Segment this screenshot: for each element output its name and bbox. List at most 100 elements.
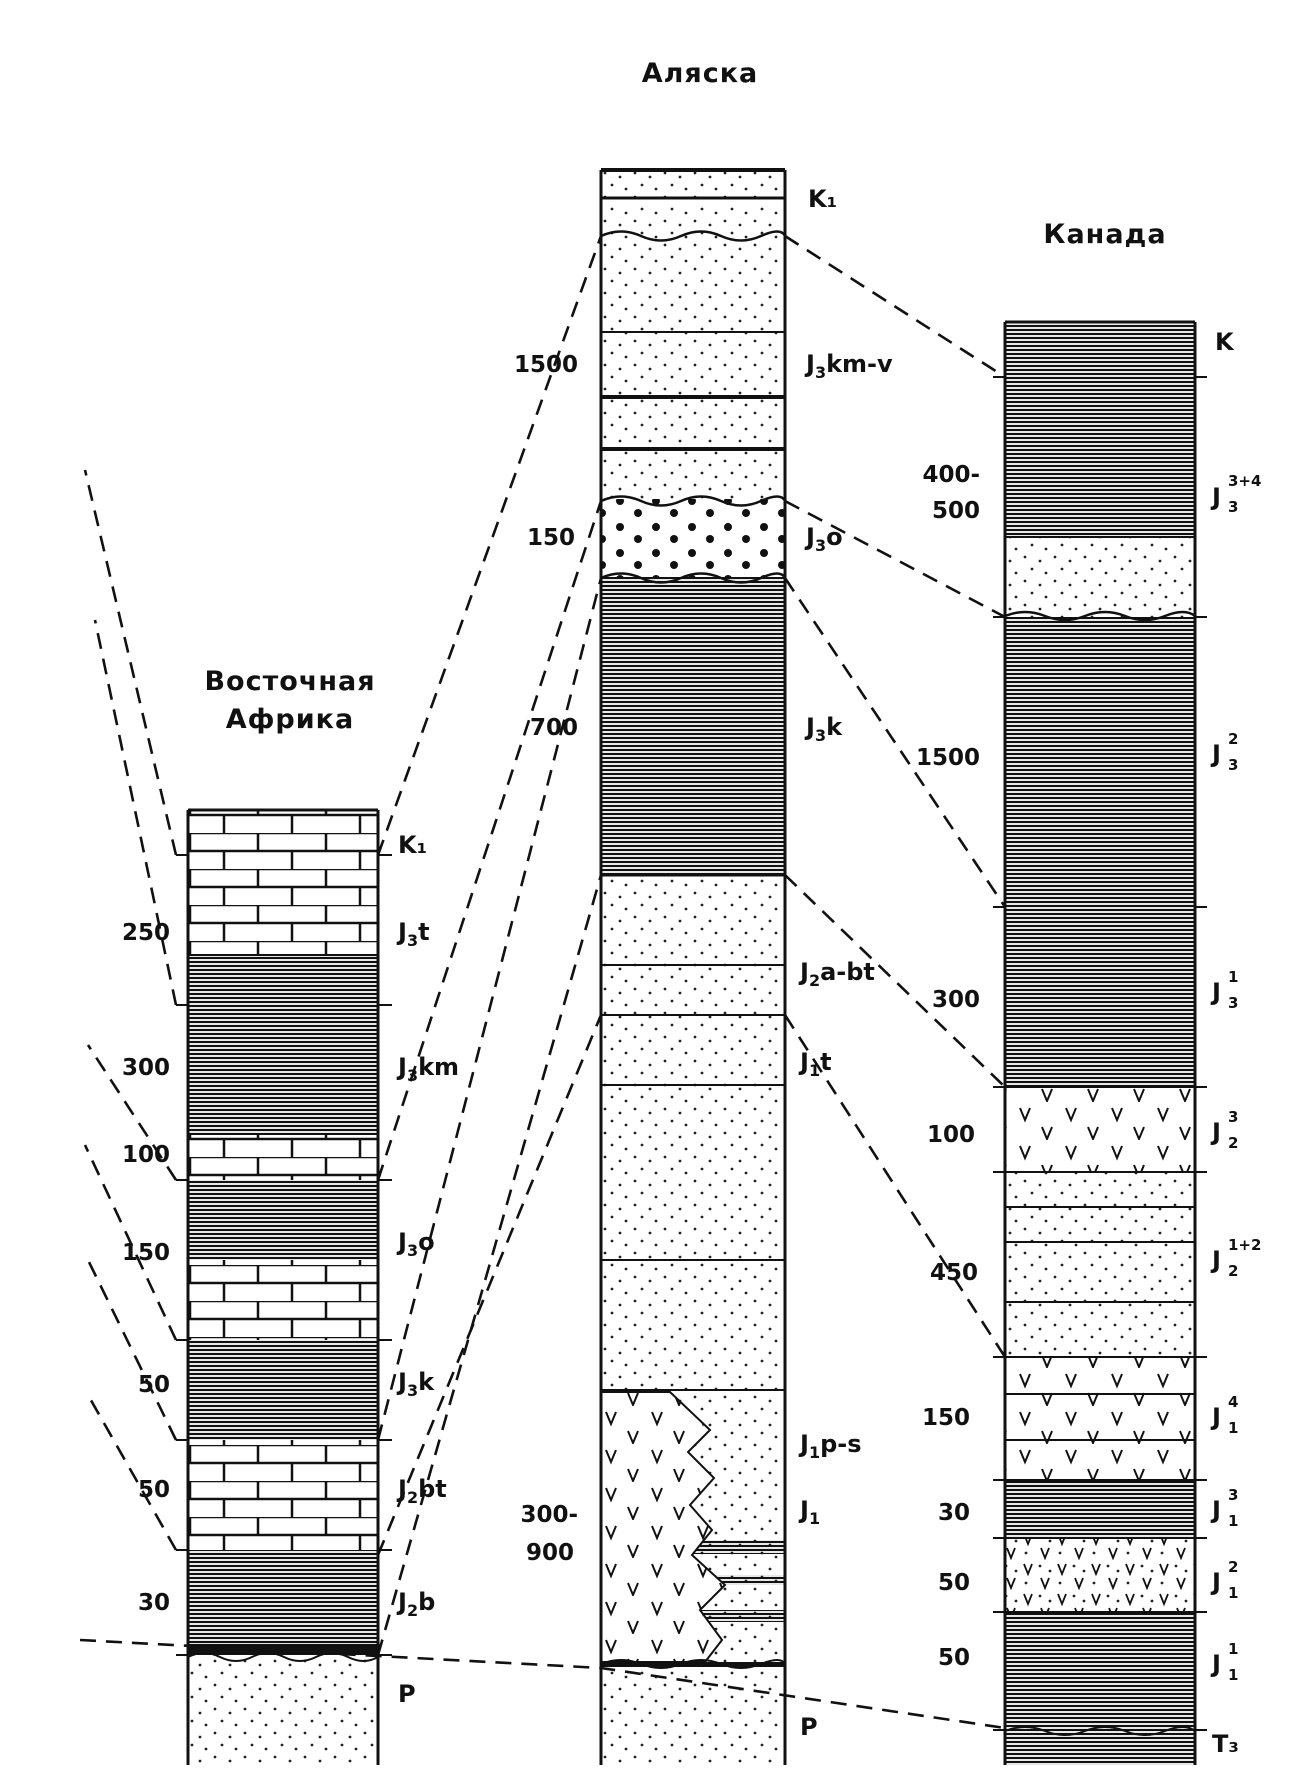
canada-column (1003, 320, 1197, 1765)
ca-thickness-9: 50 (938, 1645, 970, 1671)
svg-text:2: 2 (1228, 730, 1238, 748)
svg-text:J: J (1210, 1496, 1221, 1524)
ak-unit-3: J3k (804, 713, 843, 745)
ak-sand-top (601, 170, 785, 198)
ca-thickness-8: 50 (938, 1570, 970, 1596)
ca-volcanic-4 (1005, 1440, 1195, 1480)
ca-shale-4 (1005, 1612, 1195, 1730)
svg-text:J: J (1210, 978, 1221, 1006)
ak-top-label: K₁ (808, 185, 837, 213)
east-africa-labels: K₁ J3t J3km J3o J3k J2bt J2b P 250 300 1… (122, 831, 459, 1708)
svg-text:3: 3 (1228, 498, 1238, 516)
ca-volcanic-2 (1005, 1357, 1195, 1394)
ca-tuffaceous-sand (1005, 1538, 1195, 1612)
ca-shale-2 (1005, 617, 1195, 1087)
canada-title: Канада (1043, 219, 1166, 250)
ca-unit-5: J 2 1+2 (1210, 1236, 1261, 1280)
svg-text:1: 1 (1228, 968, 1238, 986)
ak-sand-7 (601, 965, 785, 1015)
correlation-lines (79, 234, 1007, 1730)
alaska-labels: K₁ J3km-v J3o J3k J2a-bt J1t J1p-s J1 P … (514, 185, 893, 1741)
svg-text:4: 4 (1228, 1393, 1238, 1411)
ca-thickness-7: 30 (938, 1500, 970, 1526)
ca-sand-5 (1005, 1302, 1195, 1357)
ea-shale-3 (188, 1340, 378, 1440)
ak-sand-9 (601, 1085, 785, 1260)
ca-thickness-1a: 400- (922, 462, 980, 488)
svg-text:J: J (1210, 740, 1221, 768)
svg-text:J: J (1210, 1568, 1221, 1596)
ca-volcanic-1 (1005, 1087, 1195, 1172)
ak-sand-6 (601, 875, 785, 965)
alaska-column (599, 168, 787, 1765)
ea-unit-5: J2bt (396, 1475, 447, 1507)
ca-sand-2 (1005, 1172, 1195, 1207)
svg-text:3: 3 (1228, 756, 1238, 774)
ca-top-label: K (1215, 328, 1235, 356)
boundary-ticks (176, 376, 1207, 1731)
ca-unit-4: J 2 3 (1210, 1108, 1238, 1152)
svg-text:J: J (1210, 483, 1221, 511)
ca-sand-4 (1005, 1242, 1195, 1302)
ea-unconformity (187, 1652, 379, 1662)
ca-thickness-3: 300 (932, 987, 980, 1013)
ca-sand-3 (1005, 1207, 1195, 1242)
ea-unit-1: J3t (396, 918, 430, 950)
ea-shale-1 (188, 955, 378, 1135)
ea-shale-2 (188, 1180, 378, 1260)
ak-unit-7: J1 (798, 1496, 820, 1528)
ak-sand-8 (601, 1015, 785, 1085)
ak-sand-2 (601, 204, 785, 332)
svg-text:3: 3 (1228, 1486, 1238, 1504)
ca-unit-2: J 3 2 (1210, 730, 1238, 774)
svg-text:3: 3 (1228, 994, 1238, 1012)
svg-text:J: J (1210, 1246, 1221, 1274)
svg-text:2: 2 (1228, 1134, 1238, 1152)
ea-shale-4 (188, 1550, 378, 1645)
ak-sand-3 (601, 332, 785, 397)
svg-text:1+2: 1+2 (1228, 1236, 1261, 1254)
ea-bottom-label: P (398, 1680, 416, 1708)
ak-conglomerate (601, 499, 785, 577)
ca-unit-7: J 1 3 (1210, 1486, 1238, 1530)
ca-thickness-5: 450 (930, 1260, 978, 1286)
ak-thickness-4b: 900 (526, 1540, 574, 1566)
ca-unit-3: J 3 1 (1210, 968, 1238, 1012)
east-africa-title-line2: Африка (226, 704, 354, 735)
svg-text:2: 2 (1228, 1558, 1238, 1576)
ea-thickness-4: 150 (122, 1240, 170, 1266)
ak-unit-6: J1p-s (798, 1430, 862, 1462)
svg-text:1: 1 (1228, 1512, 1238, 1530)
ca-unit-1: J 3 3+4 (1210, 472, 1261, 516)
ea-unit-4: J3k (396, 1368, 435, 1400)
ea-limestone-upper (188, 810, 378, 955)
svg-text:1: 1 (1228, 1584, 1238, 1602)
ak-thickness-3: 700 (530, 715, 578, 741)
svg-text:3: 3 (1228, 1108, 1238, 1126)
ea-dark-band (188, 1645, 378, 1655)
ak-unit-5: J1t (798, 1048, 832, 1080)
svg-text:1: 1 (1228, 1640, 1238, 1658)
ca-unit-9: J 1 1 (1210, 1640, 1238, 1684)
ak-bottom-label: P (800, 1713, 818, 1741)
ea-thickness-3: 100 (122, 1142, 170, 1168)
ak-sand-base (601, 1667, 785, 1765)
ca-shale-3 (1005, 1480, 1195, 1538)
ak-unit-4: J2a-bt (798, 958, 875, 990)
ca-unit-8: J 1 2 (1210, 1558, 1238, 1602)
ak-sand-4 (601, 397, 785, 449)
canada-labels: K J 3 3+4 J 3 2 J 3 1 J 2 3 J 2 1+2 J 1 (916, 328, 1261, 1758)
ea-unit-2: J3km (396, 1053, 459, 1085)
ea-limestone-2 (188, 1135, 378, 1180)
ca-shale-base (1005, 1730, 1195, 1765)
svg-text:1: 1 (1228, 1419, 1238, 1437)
ca-shale-1 (1005, 322, 1195, 537)
ak-thickness-2: 150 (527, 525, 575, 551)
ca-sand-1 (1005, 537, 1195, 617)
svg-text:2: 2 (1228, 1262, 1238, 1280)
svg-text:3+4: 3+4 (1228, 472, 1261, 490)
ak-unit-2: J3o (804, 523, 843, 555)
ea-limestone-3 (188, 1260, 378, 1340)
